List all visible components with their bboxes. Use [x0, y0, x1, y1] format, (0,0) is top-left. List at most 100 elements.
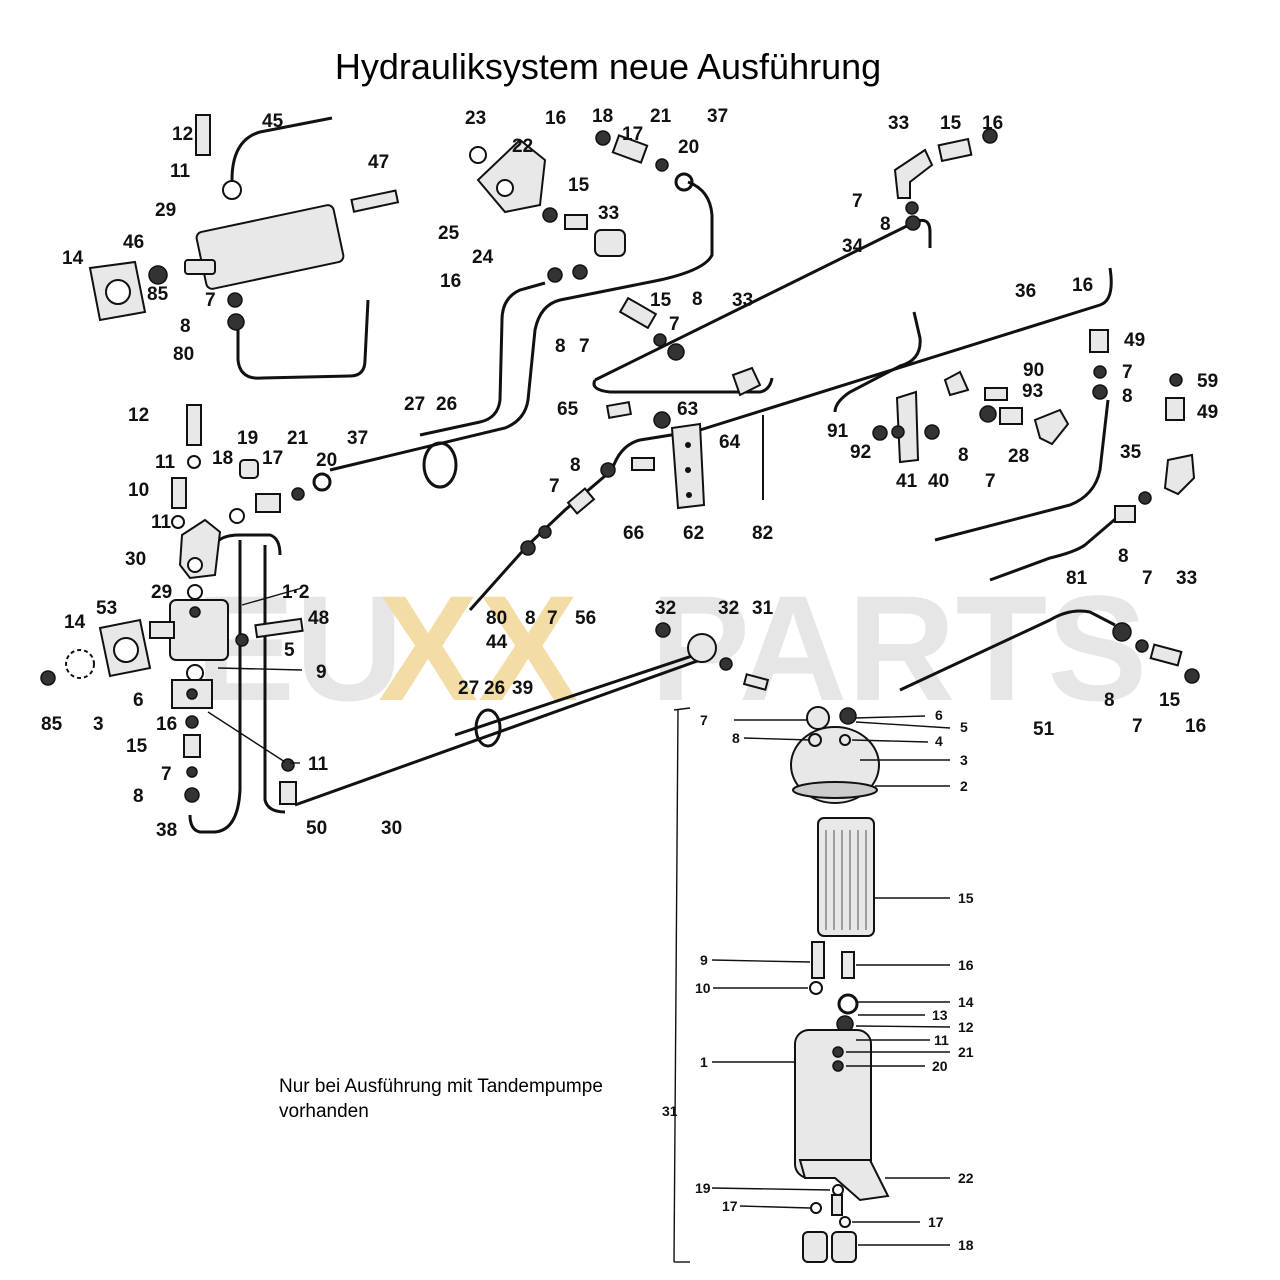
part-label: 29 — [155, 200, 176, 221]
pipe-36 — [699, 267, 1113, 432]
pipe-37-upper-b — [419, 281, 546, 437]
part-label: 30 — [125, 549, 146, 570]
filter-part-label: 15 — [958, 890, 974, 906]
part-label: 19 — [237, 428, 258, 449]
part-label: 8 — [570, 455, 581, 476]
filter-part-label: 12 — [958, 1019, 974, 1035]
filter-part-label: 7 — [700, 712, 708, 728]
part-label: 27 — [404, 394, 425, 415]
part-label: 7 — [161, 764, 172, 785]
part-label: 38 — [156, 820, 177, 841]
fittings-51 — [1112, 622, 1200, 684]
part-label: 14 — [62, 248, 84, 269]
block-22 — [469, 138, 626, 283]
part-label: 49 — [1124, 330, 1145, 351]
part-label: 7 — [547, 608, 558, 629]
part-label: 16 — [545, 108, 566, 129]
part-label: 20 — [678, 137, 699, 158]
part-label: 12 — [128, 405, 149, 426]
components — [40, 114, 1200, 1263]
watermark-prefix: EU — [195, 564, 403, 732]
part-label: 15 — [568, 175, 590, 196]
pipe-81 — [989, 513, 1121, 582]
pipe-30-vert — [263, 545, 286, 814]
part-label: 35 — [1120, 442, 1142, 463]
part-label: 85 — [147, 284, 169, 305]
part-label: 7 — [205, 290, 216, 311]
part-label: 24 — [472, 247, 494, 268]
watermark-xx: XX — [378, 564, 578, 732]
part-label: 17 — [262, 448, 283, 469]
part-label: 16 — [440, 271, 461, 292]
filter-part-label: 22 — [958, 1170, 974, 1186]
part-label: 1·2 — [282, 582, 309, 603]
filter-part-label: 10 — [695, 980, 711, 996]
part-label: 63 — [677, 399, 698, 420]
part-label: 17 — [622, 124, 643, 145]
part-label: 7 — [549, 476, 560, 497]
part-label: 49 — [1197, 402, 1218, 423]
filter-part-label: 5 — [960, 719, 968, 735]
fittings-right — [1089, 329, 1196, 523]
part-labels: 12 45 11 47 29 46 14 85 7 8 80 23 22 16 … — [41, 106, 1218, 841]
part-label: 29 — [151, 582, 172, 603]
filter-part-label: 21 — [958, 1044, 974, 1060]
filter-part-label: 16 — [958, 957, 974, 973]
leaders — [207, 587, 951, 1246]
part-label: 33 — [598, 203, 619, 224]
watermark: EU XX PARTS — [195, 564, 1147, 732]
part-label: 8 — [555, 336, 566, 357]
filter-part-label: 3 — [960, 752, 968, 768]
part-label: 59 — [1197, 371, 1218, 392]
pipe-45 — [230, 116, 333, 181]
bracket-41 — [872, 370, 1070, 464]
clamps — [422, 441, 502, 748]
part-label: 93 — [1022, 381, 1043, 402]
part-label: 48 — [308, 608, 329, 629]
part-label: 20 — [316, 450, 337, 471]
pipe-30-top — [213, 533, 282, 556]
fittings-56 — [520, 462, 616, 556]
part-label: 33 — [1176, 568, 1197, 589]
tandem-pump-top — [88, 114, 400, 331]
part-label: 15 — [650, 290, 672, 311]
part-label: 8 — [958, 445, 969, 466]
tandem-pump-note: Nur bei Ausführung mit Tandempumpe vorha… — [279, 1074, 659, 1124]
note-line-2: vorhanden — [279, 1101, 369, 1122]
fittings-top — [595, 130, 694, 192]
filter-part-label: 9 — [700, 952, 708, 968]
part-label: 64 — [719, 432, 741, 453]
part-label: 7 — [1142, 568, 1153, 589]
filter-part-label: 17 — [722, 1198, 738, 1214]
part-label: 90 — [1023, 360, 1044, 381]
part-label: 16 — [1185, 716, 1206, 737]
filter-part-label: 6 — [935, 707, 943, 723]
part-label: 7 — [1122, 362, 1133, 383]
part-label: 11 — [308, 754, 329, 775]
part-label: 28 — [1008, 446, 1029, 467]
filter-part-label: 2 — [960, 778, 968, 794]
pipes — [188, 116, 1121, 834]
part-label: 8 — [525, 608, 536, 629]
part-label: 16 — [156, 714, 177, 735]
part-label: 32 — [655, 598, 676, 619]
part-label: 33 — [732, 290, 753, 311]
part-label: 21 — [650, 106, 672, 127]
fittings-left-upper — [171, 404, 332, 529]
part-label: 50 — [306, 818, 327, 839]
part-label: 80 — [486, 608, 507, 629]
part-label: 11 — [155, 452, 176, 473]
part-label: 8 — [133, 786, 144, 807]
part-label: 30 — [381, 818, 402, 839]
part-label: 33 — [888, 113, 909, 134]
pipe-38 — [188, 540, 242, 834]
part-label: 14 — [64, 612, 86, 633]
part-label: 8 — [880, 214, 891, 235]
filter-part-label: 20 — [932, 1058, 948, 1074]
pipe-34-loop — [592, 377, 774, 394]
elbow-33-top — [893, 128, 998, 231]
part-label: 53 — [96, 598, 117, 619]
part-label: 44 — [486, 632, 508, 653]
lower-pump — [40, 518, 304, 805]
